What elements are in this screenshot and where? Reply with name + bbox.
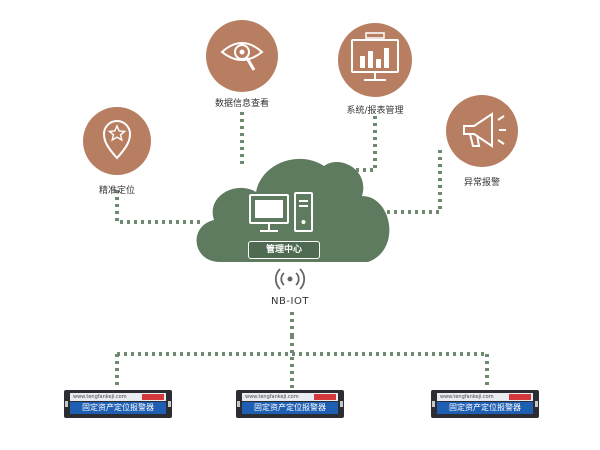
device-1: www.tengfankeji.com 固定资产定位报警器 <box>64 390 172 418</box>
feature-label-3: 系统/报表管理 <box>346 106 404 116</box>
feature-circle-4 <box>446 95 518 167</box>
device-url: www.tengfankeji.com <box>245 394 299 400</box>
connector-feature-4 <box>372 150 442 214</box>
brand-logo <box>509 394 531 400</box>
feature-circle-1 <box>83 107 151 175</box>
brand-logo <box>142 394 164 400</box>
feature-circle-2 <box>206 20 278 92</box>
cloud <box>196 158 390 262</box>
eye-magnifier-icon <box>220 42 264 71</box>
feature-label-4: 异常报警 <box>463 178 500 188</box>
wireless-signal-icon <box>274 268 306 290</box>
device-url: www.tengfankeji.com <box>440 394 494 400</box>
location-star-icon <box>102 120 132 160</box>
connector-feature-3 <box>330 116 377 172</box>
device-url: www.tengfankeji.com <box>73 394 127 400</box>
device-3: www.tengfankeji.com 固定资产定位报警器 <box>431 390 539 418</box>
monitor-chart-icon <box>351 32 399 81</box>
device-2: www.tengfankeji.com 固定资产定位报警器 <box>236 390 344 418</box>
feature-circle-3 <box>338 23 412 97</box>
feature-label-1: 精准定位 <box>98 186 135 196</box>
brand-logo <box>314 394 336 400</box>
computer-icon <box>249 192 313 232</box>
protocol-label: NB-IOT <box>271 296 309 307</box>
device-name: 固定资产定位报警器 <box>242 402 338 414</box>
center-label: 管理中心 <box>248 241 320 259</box>
device-name: 固定资产定位报警器 <box>437 402 533 414</box>
device-name: 固定资产定位报警器 <box>70 402 166 414</box>
megaphone-icon <box>463 112 506 148</box>
feature-label-2: 数据信息查看 <box>214 99 269 109</box>
